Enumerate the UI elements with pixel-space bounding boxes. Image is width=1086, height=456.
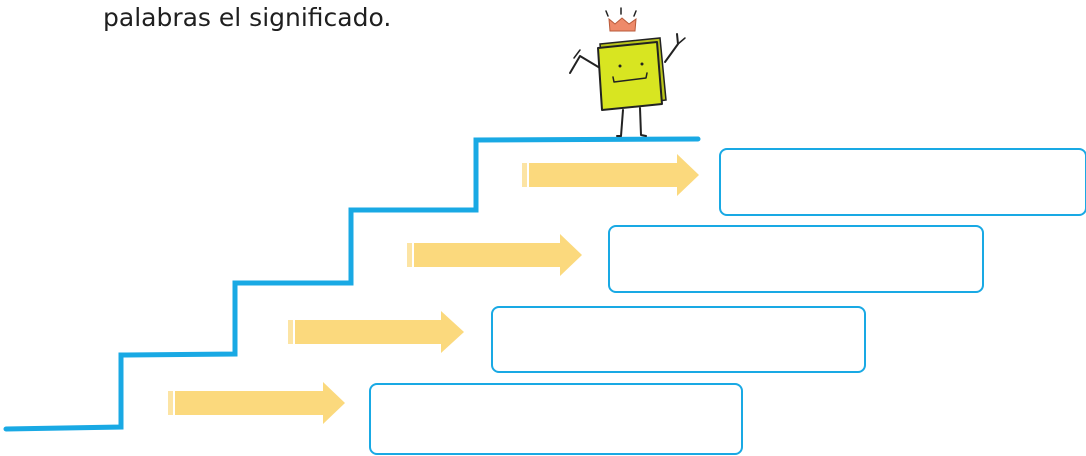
- answer-box-1[interactable]: [719, 148, 1086, 216]
- instruction-text: palabras el significado.: [103, 3, 392, 32]
- answer-box-2[interactable]: [608, 225, 984, 293]
- answer-box-3[interactable]: [491, 306, 866, 373]
- arrow-icon-3: [288, 311, 464, 353]
- crown-icon: [608, 17, 637, 32]
- arrow-icon-2: [407, 234, 582, 276]
- smiling-book-character-icon: [569, 7, 686, 137]
- staircase-line: [3, 136, 701, 432]
- answer-box-4[interactable]: [369, 383, 743, 455]
- arrow-icon-1: [522, 154, 699, 196]
- arrow-icon-4: [168, 382, 345, 424]
